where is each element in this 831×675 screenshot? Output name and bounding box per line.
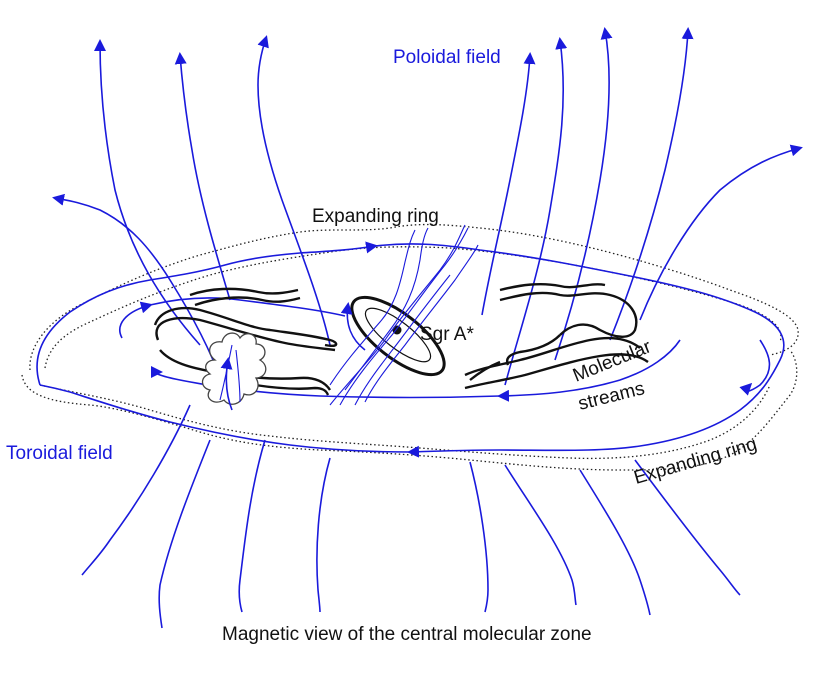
sgr-a-region: [340, 295, 446, 377]
left-stream-3: [194, 296, 301, 307]
lower-line-6: [504, 464, 577, 606]
streams-label: streams: [576, 378, 647, 415]
poloidal-line-5: [481, 52, 536, 316]
expanding-ring-bottom-label: Expanding ring: [632, 434, 760, 489]
filament-2: [339, 227, 469, 406]
toroidal-field-lines: [36, 241, 785, 458]
cloud-filament-1: [219, 344, 233, 401]
figure-caption: Magnetic view of the central molecular z…: [222, 624, 592, 645]
toroidal-loop-mid: [119, 301, 153, 339]
poloidal-line-7: [554, 27, 613, 361]
toroidal-loop-bottom-left: [39, 384, 411, 453]
toroidal-loop-bottom: [407, 445, 501, 458]
expanding-ring-outlines: [21, 223, 799, 471]
cloud-field-arrow: [220, 357, 233, 411]
lower-line-3: [238, 439, 266, 613]
poloidal-field-label: Poloidal field: [393, 47, 501, 68]
poloidal-line-1: [52, 193, 226, 393]
lower-line-4: [316, 457, 331, 613]
lower-line-8: [634, 459, 741, 596]
filament-6: [329, 229, 416, 386]
toroidal-right-ring: [739, 339, 771, 396]
cloud-filament-2: [235, 349, 241, 403]
right-stream-1: [499, 291, 638, 338]
left-stream-4: [189, 287, 299, 297]
left-stream-6: [254, 383, 330, 396]
sgr-a-disk-outer: [350, 295, 446, 377]
poloidal-line-6: [504, 37, 568, 386]
toroidal-loop-outer: [36, 241, 378, 386]
toroidal-loop-outer-right: [374, 243, 785, 452]
toroidal-field-label: Toroidal field: [6, 443, 113, 464]
expanding-ring-lower: [21, 349, 798, 471]
right-stream-2: [499, 282, 606, 292]
expanding-ring-upper-inner: [44, 246, 782, 369]
poloidal-line-9: [639, 144, 803, 321]
right-stream-6: [469, 360, 501, 381]
filament-4: [364, 244, 479, 403]
toroidal-loop-inner-left: [150, 366, 501, 399]
right-stream-3: [506, 334, 561, 366]
filament-3: [354, 274, 451, 406]
left-stream-2: [155, 317, 336, 352]
toroidal-loop-inner: [497, 339, 681, 402]
toroidal-loop-mid-upper: [149, 297, 346, 317]
central-filaments: [329, 224, 479, 406]
poloidal-line-8: [609, 27, 694, 341]
cloud-shape: [201, 332, 267, 405]
sgr-a-disk-inner: [364, 307, 432, 363]
left-stream-1: [153, 306, 338, 347]
lower-line-2: [158, 439, 211, 629]
expanding-ring-lower-inner: [39, 384, 771, 460]
filament-1: [329, 224, 466, 406]
lower-field-lines: [81, 404, 741, 629]
poloidal-line-3: [174, 52, 231, 301]
lower-line-7: [579, 469, 651, 616]
sgr-a-field-arrow: [340, 302, 366, 351]
poloidal-line-2: [94, 39, 201, 346]
filament-5: [344, 227, 429, 391]
lower-line-5: [469, 461, 489, 613]
poloidal-field-lines: [52, 27, 803, 393]
lower-line-1: [81, 404, 191, 576]
molecular-label: Molecular: [570, 336, 655, 387]
expanding-ring-top-label: Expanding ring: [312, 206, 439, 227]
sgr-a-label: Sgr A*: [420, 324, 474, 345]
poloidal-line-4: [257, 35, 331, 346]
right-stream-5: [464, 353, 649, 390]
molecular-cloud: [201, 332, 267, 411]
